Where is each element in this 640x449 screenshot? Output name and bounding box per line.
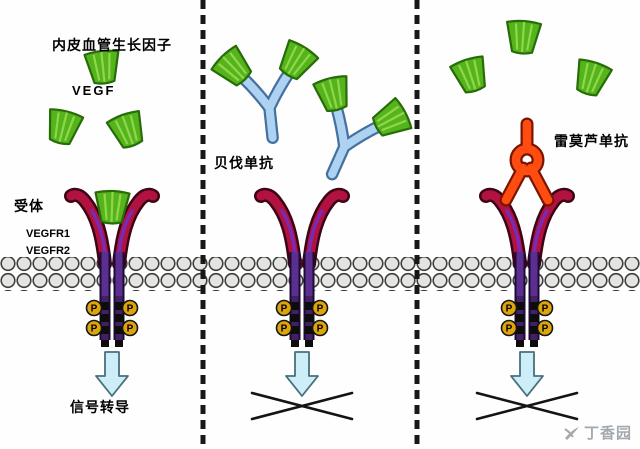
vegf-molecule — [41, 106, 85, 149]
signal-arrow — [95, 351, 129, 397]
label-growth-factor-title: 内皮血管生长因子 — [52, 37, 172, 53]
label-vegf: VEGF — [72, 83, 116, 98]
vegf-molecule — [568, 56, 614, 101]
label-bevacizumab: 贝伐单抗 — [214, 155, 274, 171]
signal-arrow — [510, 351, 544, 397]
label-vegfr2: VEGFR2 — [26, 245, 71, 257]
cell-membrane — [0, 257, 640, 291]
signal-arrow — [285, 351, 319, 397]
bevacizumab-antibody — [208, 36, 327, 144]
label-ramucirumab: 雷莫芦单抗 — [554, 133, 629, 149]
watermark-text: 丁香园 — [583, 425, 632, 442]
vegf-molecule — [83, 48, 123, 87]
label-receptor: 受体 — [14, 198, 44, 214]
vegf-molecule — [448, 53, 494, 98]
label-vegfr1: VEGFR1 — [26, 228, 71, 240]
label-signal-transduction: 信号转导 — [70, 399, 130, 415]
vegf-molecule — [503, 18, 543, 56]
dxy-logo-icon — [564, 426, 579, 440]
bevacizumab-antibody — [282, 63, 422, 196]
watermark: 丁香园 — [564, 422, 632, 443]
ramucirumab-antibody — [506, 124, 548, 200]
vegf-molecule — [105, 108, 151, 153]
